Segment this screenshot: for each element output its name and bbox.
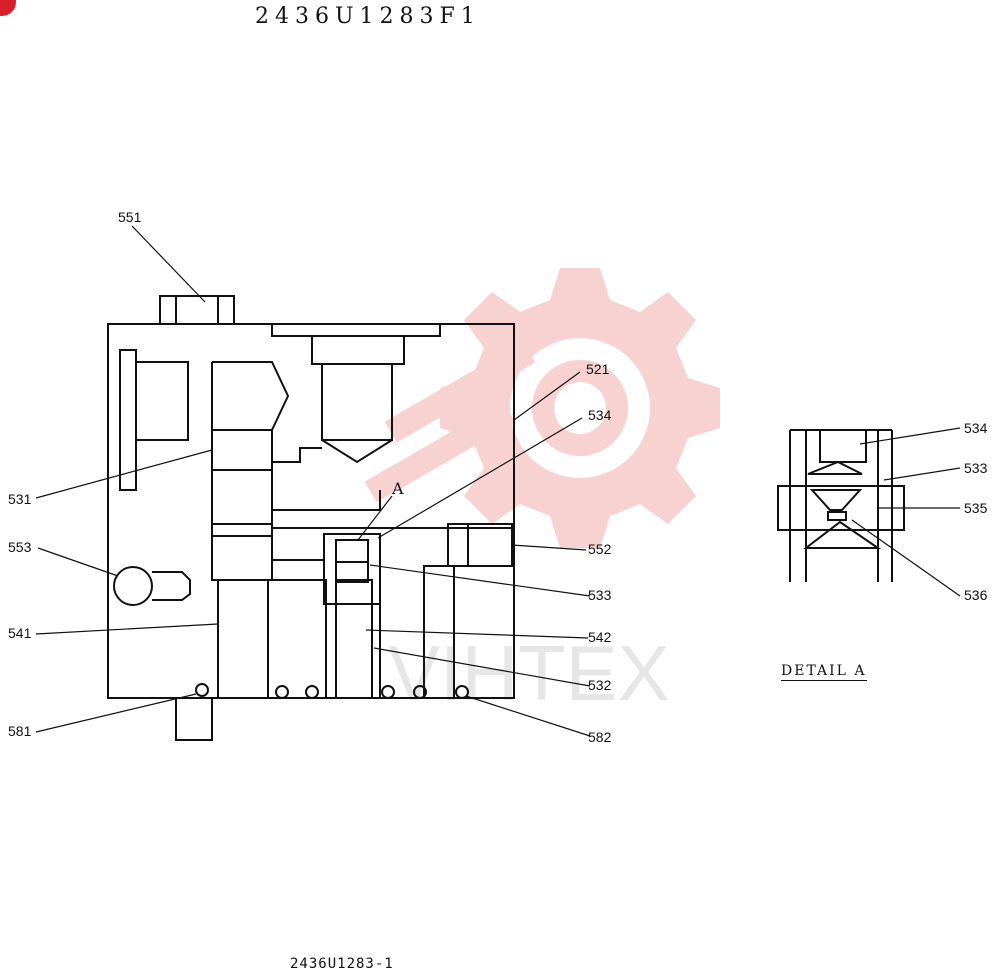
callout-533: 533 [588,587,612,603]
detail-a-caption: DETAIL A [781,663,867,681]
watermark-text: VIHTEX [388,629,670,717]
detail-a-drawing [777,429,905,582]
callout-534: 534 [588,407,612,423]
callout-581: 581 [8,723,32,739]
callout-531: 531 [8,491,32,507]
callout-552: 552 [588,541,612,557]
callout-582: 582 [588,729,612,745]
leader-lines [35,225,591,737]
detail-callout-533: 533 [964,460,988,476]
callout-521: 521 [586,361,610,377]
detail-leader-lines [851,427,961,597]
detail-callout-535: 535 [964,500,988,516]
callout-542: 542 [588,629,612,645]
callout-551: 551 [118,209,142,225]
valve-body [107,295,515,741]
watermark-gear-icon [364,268,720,548]
detail-callout-536: 536 [964,587,988,603]
footer-code: 2436U1283-1 [290,956,394,972]
detail-marker-a: A [391,479,404,498]
callout-541: 541 [8,625,32,641]
callout-532: 532 [588,677,612,693]
drawing-number: 2436U1283F1 [255,4,481,29]
callout-553: 553 [8,539,32,555]
detail-callout-534: 534 [964,420,988,436]
